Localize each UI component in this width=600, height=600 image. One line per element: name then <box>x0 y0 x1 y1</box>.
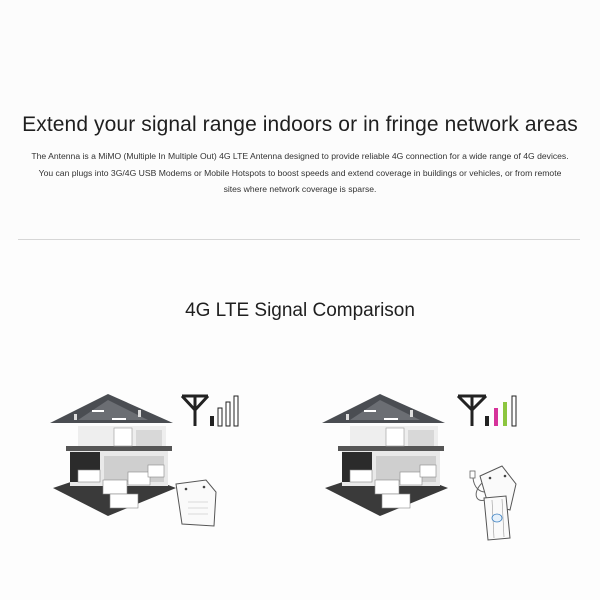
mimo-antenna-icon <box>483 495 511 541</box>
router-with-antenna-illustration <box>469 465 517 541</box>
router-illustration <box>175 479 217 527</box>
intro-section: Extend your signal range indoors or in f… <box>0 0 600 240</box>
house-cutaway-illustration <box>322 394 448 516</box>
signal-bar-3 <box>225 401 231 427</box>
section-divider <box>18 239 580 240</box>
signal-indicator <box>180 394 239 427</box>
signal-bar-2 <box>217 407 223 427</box>
comparison-panel-with-antenna <box>320 388 540 558</box>
intro-headline: Extend your signal range indoors or in f… <box>22 113 578 136</box>
signal-bar-1 <box>210 416 214 426</box>
signal-bar-1 <box>485 416 489 426</box>
antenna-signal-icon <box>456 394 488 426</box>
comparison-panel-without-antenna <box>48 388 258 533</box>
signal-bar-3 <box>503 402 507 426</box>
comparison-title: 4G LTE Signal Comparison <box>185 300 415 321</box>
house-cutaway-illustration <box>50 394 176 516</box>
antenna-signal-icon <box>180 394 210 426</box>
signal-bar-4 <box>511 395 517 427</box>
signal-bar-2 <box>494 408 498 426</box>
signal-indicator <box>456 394 517 427</box>
intro-description: The Antenna is a MiMO (Multiple In Multi… <box>31 151 569 194</box>
signal-bar-4 <box>233 395 239 427</box>
